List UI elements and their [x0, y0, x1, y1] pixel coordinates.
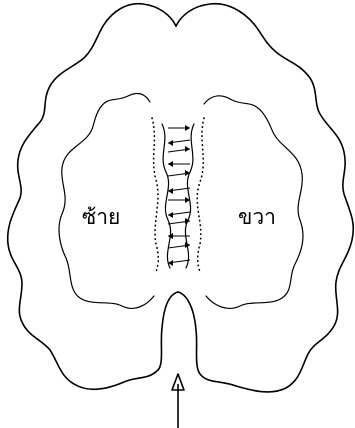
fiber-arrowhead	[168, 161, 173, 167]
left-inner-contour	[59, 94, 154, 309]
fiber-arrowhead	[185, 218, 190, 224]
callosum-left-boundary	[152, 118, 158, 272]
callosum-fiber-arrows	[168, 125, 190, 266]
up-arrow-icon	[172, 374, 184, 428]
left-hemisphere-label: ซ้าย	[82, 205, 120, 229]
left-hemisphere-outline	[8, 4, 178, 390]
callosum-left-wave	[162, 124, 171, 268]
fiber-arrowhead	[185, 146, 190, 152]
right-inner-contour	[204, 96, 303, 308]
fiber-arrowhead	[168, 140, 173, 146]
fiber-arrowhead	[168, 212, 173, 218]
right-hemisphere-outline	[176, 4, 353, 392]
callosum-right-boundary	[197, 118, 204, 272]
right-hemisphere-label: ขวา	[238, 205, 276, 229]
fiber-arrowhead	[185, 125, 190, 131]
